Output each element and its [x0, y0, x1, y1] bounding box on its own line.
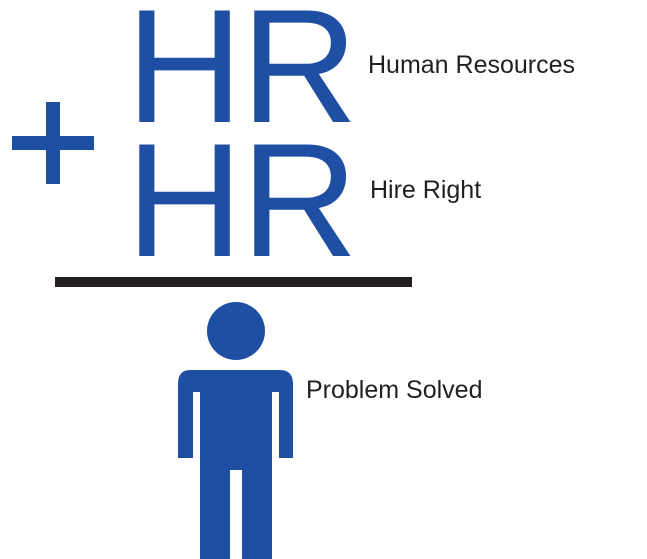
hire-right-label: Hire Right	[370, 176, 482, 204]
hr-term-top: HR	[126, 0, 358, 157]
sum-divider-line	[55, 277, 412, 287]
human-resources-label: Human Resources	[368, 51, 576, 79]
hr-term-bottom: HR	[126, 110, 358, 291]
person-icon	[176, 300, 294, 559]
problem-solved-label: Problem Solved	[306, 376, 483, 404]
plus-icon	[8, 98, 98, 188]
